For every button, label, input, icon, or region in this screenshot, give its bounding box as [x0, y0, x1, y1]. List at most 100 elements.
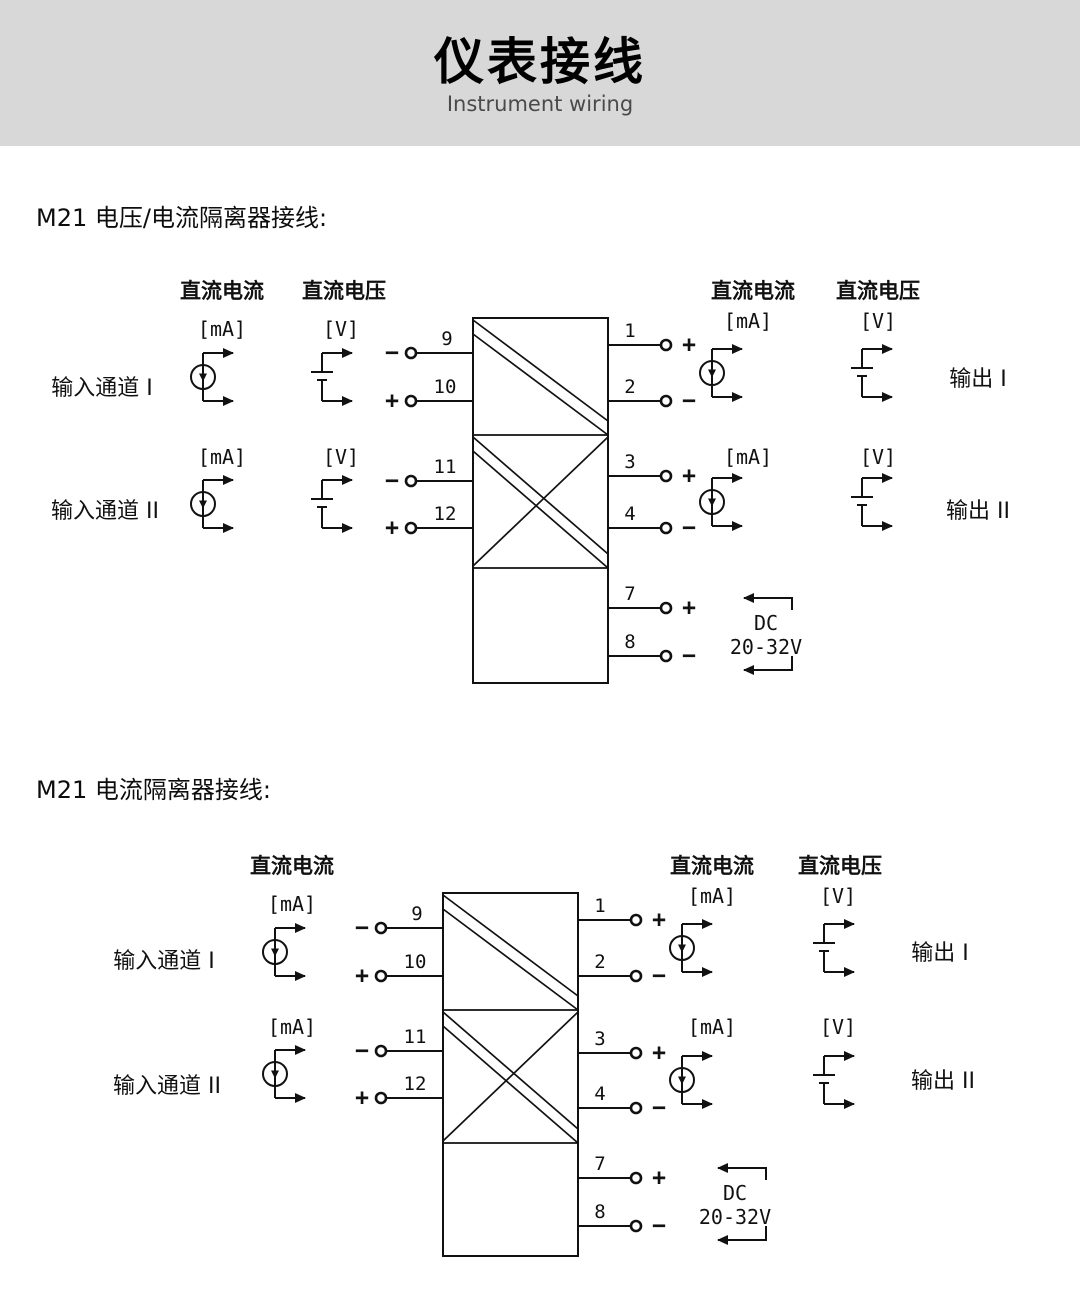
- d1-right-header-dc-voltage: 直流电压: [836, 279, 920, 303]
- dc-label: DC: [723, 1181, 747, 1205]
- terminal-circle: [629, 1171, 643, 1185]
- d2-input-row1: [mA] 输入通道 I − 9 + 10: [113, 892, 443, 989]
- unit-ma-label: [mA]: [268, 892, 316, 916]
- polarity-sign: +: [355, 963, 369, 989]
- d2-isolator-box: [442, 892, 579, 1257]
- unit-ma-label: [mA]: [688, 884, 736, 908]
- unit-ma-label: [mA]: [724, 445, 772, 469]
- unit-v-label: [V]: [323, 445, 359, 469]
- d2-input-row2: [mA] 输入通道 II − 11 + 12: [113, 1015, 443, 1111]
- section1-title: M21 电压/电流隔离器接线:: [36, 204, 328, 232]
- isolator-box: [442, 892, 579, 1257]
- d1-isolator-box: [472, 317, 609, 684]
- output-2-label: 输出 II: [946, 499, 1010, 524]
- d1-left-header-dc-current: 直流电流: [180, 279, 264, 303]
- d1-right-header-dc-current: 直流电流: [711, 279, 795, 303]
- polarity-sign: −: [682, 643, 696, 669]
- polarity-sign: +: [682, 463, 696, 489]
- terminal-circle: [629, 1101, 643, 1115]
- terminal-number: 9: [411, 903, 422, 925]
- d2-right-header-dc-voltage: 直流电压: [798, 854, 882, 878]
- polarity-sign: −: [355, 1038, 369, 1064]
- terminal-number: 1: [624, 320, 635, 342]
- unit-v-label: [V]: [860, 445, 896, 469]
- page-subtitle: Instrument wiring: [446, 91, 634, 116]
- terminal-number: 10: [434, 376, 457, 398]
- d1-input-row2: [mA] [V] 输入通道 II − 11 + 12: [51, 445, 473, 541]
- terminal-number: 7: [594, 1153, 605, 1175]
- isolator-diagonal: [472, 436, 609, 567]
- isolator-diagonal: [442, 1011, 579, 1130]
- d2-left-header-dc-current: 直流电流: [250, 854, 334, 878]
- input-channel-1-label: 输入通道 I: [51, 376, 152, 401]
- polarity-sign: +: [682, 595, 696, 621]
- terminal-number: 11: [404, 1026, 427, 1048]
- d1-output-row1: 1 + 2 − [mA] [V] 输出 I: [608, 309, 1007, 414]
- terminal-circle: [659, 394, 673, 408]
- terminal-circle: [629, 1219, 643, 1233]
- input-channel-2-label: 输入通道 II: [51, 499, 159, 524]
- isolator-diagonal: [472, 436, 609, 555]
- dc-range: 20-32V: [699, 1205, 771, 1229]
- isolator-diagonal: [442, 908, 579, 1011]
- terminal-number: 9: [441, 328, 452, 350]
- polarity-sign: +: [385, 388, 399, 414]
- terminal-circle: [629, 913, 643, 927]
- polarity-sign: +: [652, 1040, 666, 1066]
- terminal-number: 12: [404, 1073, 427, 1095]
- terminal-number: 4: [624, 503, 635, 525]
- polarity-sign: −: [652, 963, 666, 989]
- terminal-circle: [404, 346, 418, 360]
- terminal-circle: [404, 474, 418, 488]
- isolator-diagonal: [472, 319, 609, 422]
- current-source-icon: [263, 1050, 305, 1098]
- d2-output-row2: 3 + 4 − [mA] [V] 输出 II: [578, 1015, 975, 1121]
- section2-title: M21 电流隔离器接线:: [36, 776, 271, 804]
- current-source-icon: [191, 353, 233, 401]
- polarity-sign: −: [652, 1213, 666, 1239]
- isolator-box: [472, 317, 609, 684]
- terminal-number: 12: [434, 503, 457, 525]
- voltage-source-icon: [311, 480, 352, 528]
- terminal-number: 1: [594, 895, 605, 917]
- terminal-circle: [404, 394, 418, 408]
- terminal-circle: [629, 1046, 643, 1060]
- d2-power-row: 7 + 8 − DC 20-32V: [578, 1153, 771, 1245]
- voltage-source-icon: [851, 349, 892, 397]
- terminal-circle: [374, 1091, 388, 1105]
- terminal-circle: [629, 969, 643, 983]
- unit-ma-label: [mA]: [688, 1015, 736, 1039]
- voltage-source-icon: [813, 924, 854, 972]
- terminal-number: 3: [624, 451, 635, 473]
- polarity-sign: −: [385, 468, 399, 494]
- terminal-number: 2: [624, 376, 635, 398]
- d1-input-row1: [mA] [V] 输入通道 I − 9 + 10: [51, 317, 473, 414]
- terminal-number: 10: [404, 951, 427, 973]
- terminal-number: 4: [594, 1083, 605, 1105]
- header-banner: 仪表接线 Instrument wiring: [0, 0, 1080, 146]
- polarity-sign: +: [682, 332, 696, 358]
- voltage-source-icon: [311, 353, 352, 401]
- unit-v-label: [V]: [860, 309, 896, 333]
- terminal-number: 8: [594, 1201, 605, 1223]
- current-source-icon: [670, 1056, 712, 1104]
- voltage-source-icon: [851, 478, 892, 526]
- terminal-circle: [659, 469, 673, 483]
- unit-ma-label: [mA]: [198, 445, 246, 469]
- unit-ma-label: [mA]: [198, 317, 246, 341]
- isolator-diagonal: [442, 1025, 579, 1144]
- isolator-diagonal: [472, 450, 609, 569]
- d1-power-row: 7 + 8 − DC 20-32V: [608, 583, 802, 675]
- terminal-circle: [659, 649, 673, 663]
- terminal-circle: [374, 969, 388, 983]
- current-source-icon: [700, 349, 742, 397]
- terminal-number: 2: [594, 951, 605, 973]
- dc-supply-arrow: [743, 656, 793, 675]
- terminal-circle: [374, 1044, 388, 1058]
- polarity-sign: −: [682, 388, 696, 414]
- output-2-label: 输出 II: [911, 1069, 975, 1094]
- current-source-icon: [700, 478, 742, 526]
- polarity-sign: +: [652, 1165, 666, 1191]
- isolator-diagonal: [442, 1011, 579, 1142]
